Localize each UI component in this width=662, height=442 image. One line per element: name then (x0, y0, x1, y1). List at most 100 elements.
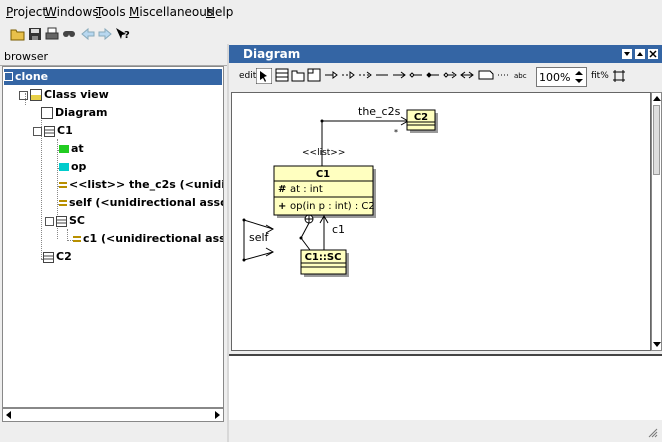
horizontal-scrollbar[interactable] (2, 408, 224, 422)
select-pointer-icon[interactable] (256, 68, 272, 84)
tree-node-c1[interactable]: C1 (33, 123, 73, 139)
back-arrow-icon[interactable] (80, 26, 96, 42)
menu-tools[interactable]: Tools (96, 5, 126, 19)
tree-node-relation-the-c2s[interactable]: <<list>> the_c2s (<unidirectio (59, 177, 223, 193)
scroll-thumb[interactable] (653, 105, 660, 175)
lower-panel[interactable] (229, 354, 662, 420)
maximize-icon[interactable] (635, 49, 645, 59)
label-self[interactable]: self (249, 231, 270, 244)
scroll-down-icon[interactable] (653, 340, 661, 348)
operation-visibility: + (278, 201, 286, 212)
label-c1[interactable]: c1 (332, 223, 345, 236)
open-icon[interactable] (10, 26, 26, 42)
class-tool-icon[interactable] (275, 68, 289, 82)
scroll-up-icon[interactable] (653, 95, 661, 103)
menu-windows[interactable]: Windows (45, 5, 99, 19)
tree-node-label: op (71, 160, 87, 173)
diagram-canvas[interactable]: the_c2s * <<list>> self C2 C1 # at : int… (231, 92, 651, 351)
collapse-icon[interactable] (45, 216, 54, 226)
tree-node-at[interactable]: at (59, 141, 84, 157)
realize-tool-icon[interactable] (341, 68, 355, 82)
zoom-spinner-icon[interactable] (573, 69, 585, 85)
splitter[interactable] (227, 44, 230, 442)
tree-node-relation-self[interactable]: self (<unidirectional associati (59, 195, 223, 211)
tree-node-sc[interactable]: SC (45, 213, 85, 229)
line-point (242, 258, 246, 262)
resize-grip-icon[interactable] (648, 428, 658, 438)
aggregation-tool-icon[interactable] (409, 68, 423, 82)
tree-node-c2[interactable]: C2 (43, 249, 72, 265)
zoom-value: 100% (539, 71, 571, 84)
menu-miscellaneous[interactable]: Miscellaneous (129, 5, 214, 19)
class-c2-name: C2 (414, 112, 428, 123)
menubar: Project Windows Tools Miscellaneous Help (0, 0, 662, 24)
fragment-tool-icon[interactable] (307, 68, 321, 82)
self-association-line[interactable] (243, 219, 274, 261)
collapse-icon[interactable] (4, 71, 13, 81)
class-sc[interactable] (300, 249, 347, 275)
anchor-tool-icon[interactable] (497, 68, 511, 82)
relation-icon (59, 182, 67, 188)
forward-arrow-icon[interactable] (97, 26, 113, 42)
label-the-c2s[interactable]: the_c2s (358, 105, 401, 118)
uml-diagram[interactable]: the_c2s * <<list>> self C2 C1 # at : int… (232, 93, 651, 351)
browser-tree[interactable]: clone Class view Diagram C1 at op <<list… (2, 66, 224, 408)
diagram-panel: Diagram edit abc 100% fit% (229, 44, 662, 354)
package-tool-icon[interactable] (291, 68, 305, 82)
search-icon[interactable] (61, 26, 77, 42)
menu-project[interactable]: Project (6, 5, 48, 19)
class-icon (56, 215, 67, 227)
class-icon (43, 251, 54, 263)
tree-node-label: self (<unidirectional associati (69, 196, 223, 209)
help-icon[interactable]: ? (114, 26, 130, 42)
optimal-scale-icon[interactable] (611, 68, 627, 84)
print-icon[interactable] (44, 26, 60, 42)
divider (0, 65, 227, 66)
collapse-icon[interactable] (33, 126, 42, 136)
tree-node-label: SC (69, 214, 85, 227)
zoom-field[interactable]: 100% (536, 67, 587, 87)
class-c1-operation[interactable]: op(in p : int) : C2 (290, 201, 375, 212)
tree-line (67, 229, 68, 239)
bidirectional-association-tool-icon[interactable] (460, 68, 474, 82)
association-tool-icon[interactable] (375, 68, 389, 82)
dependency-tool-icon[interactable] (358, 68, 372, 82)
tree-node-label: <<list>> the_c2s (<unidirectio (69, 178, 223, 191)
text-tool-icon[interactable]: abc (514, 72, 527, 80)
class-c1-name: C1 (316, 169, 330, 180)
save-icon[interactable] (27, 26, 43, 42)
class-view-icon (30, 89, 42, 101)
scroll-right-icon[interactable] (213, 411, 221, 419)
note-tool-icon[interactable] (478, 68, 494, 82)
aggregation-by-value-tool-icon[interactable] (443, 68, 457, 82)
tree-node-project[interactable]: clone (4, 69, 222, 85)
browser-panel: browser clone Class view Diagram C1 at o… (0, 44, 227, 426)
tree-node-op[interactable]: op (59, 159, 86, 175)
close-icon[interactable] (648, 49, 658, 59)
nesting-line[interactable] (300, 222, 311, 251)
collapse-icon[interactable] (19, 90, 28, 100)
tree-node-relation-c1[interactable]: c1 (<unidirectional associa (73, 231, 223, 247)
tree-node-label: at (71, 142, 84, 155)
diagram-title-bar: Diagram (229, 45, 662, 63)
class-c1-attribute[interactable]: at : int (290, 184, 323, 195)
arrowhead (265, 224, 275, 257)
tree-node-diagram[interactable]: Diagram (41, 105, 108, 121)
main-toolbar: ? (0, 24, 662, 44)
class-c1[interactable] (273, 165, 374, 216)
vertical-scrollbar[interactable] (651, 92, 662, 351)
generalisation-tool-icon[interactable] (324, 68, 338, 82)
fit-zoom-button[interactable]: fit% (591, 71, 609, 81)
menu-help[interactable]: Help (206, 5, 234, 19)
composition-tool-icon[interactable] (426, 68, 440, 82)
edit-button[interactable]: edit (239, 71, 257, 81)
scroll-left-icon[interactable] (5, 411, 13, 419)
tree-node-label: clone (15, 70, 49, 83)
minimize-icon[interactable] (622, 49, 632, 59)
stereotype-list-label[interactable]: <<list>> (302, 148, 345, 158)
multiplicity-star: * (394, 128, 398, 137)
relation-icon (73, 236, 81, 242)
directional-association-tool-icon[interactable] (392, 68, 406, 82)
tree-node-class-view[interactable]: Class view (19, 87, 109, 103)
diagram-toolbar: edit abc 100% fit% (229, 64, 662, 90)
